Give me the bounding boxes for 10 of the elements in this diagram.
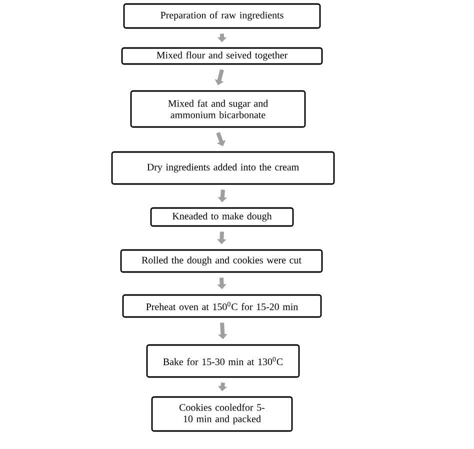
process-box: Dry ingredients added into the cream <box>111 151 335 185</box>
arrow <box>216 132 226 146</box>
process-box: Rolled the dough and cookies were cut <box>120 249 323 273</box>
process-box: Kneaded to make dough <box>150 207 294 227</box>
process-box: Mixed flour and seived together <box>121 47 323 65</box>
process-box: Mixed fat and sugar and ammonium bicarbonate <box>130 90 306 128</box>
process-box: Preheat oven at 150$^{0}$C for 15-20 min <box>122 294 322 318</box>
process-box: Bake for 15-30 min at 130$^{0}$C <box>146 344 300 378</box>
process-box: Preparation of raw ingredients <box>123 3 321 29</box>
process-box: Cookies cooledfor 5-10 min and packed <box>151 396 293 432</box>
